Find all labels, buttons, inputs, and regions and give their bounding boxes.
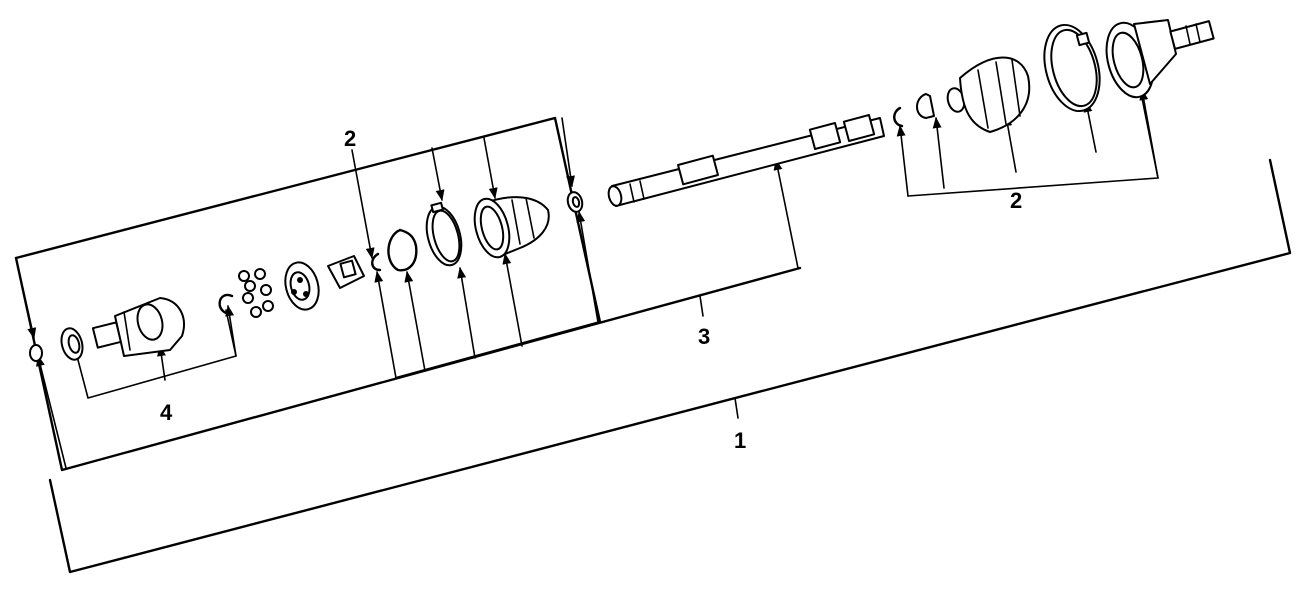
- bracket-1: [48, 158, 1292, 574]
- callout-3: 3: [698, 324, 710, 349]
- snap-ring-left: [218, 293, 234, 316]
- washer-small-left: [29, 344, 43, 362]
- ball-bearings: [238, 268, 274, 318]
- clamp-small-left: [387, 228, 418, 272]
- clamp-band-right: [1043, 23, 1101, 113]
- axle-shaft: [607, 113, 885, 207]
- callout-2-left: 2: [344, 126, 356, 151]
- circlip-left: [371, 252, 382, 272]
- inner-cv-joint: [91, 297, 185, 357]
- outer-cv-joint: [1105, 19, 1215, 99]
- boot-right: [946, 56, 1031, 133]
- bracket-2-left: [14, 116, 602, 380]
- circlip-right: [893, 106, 904, 128]
- leader-lines-left: [15, 117, 799, 469]
- callout-2-right: 2: [1010, 188, 1022, 213]
- washer-mid: [566, 191, 584, 213]
- inner-race: [327, 255, 365, 289]
- snap-ring-right: [916, 93, 935, 119]
- ball-cage: [284, 261, 320, 311]
- seal-ring-left: [60, 327, 84, 361]
- callout-1: 1: [734, 428, 746, 453]
- boot-left: [473, 196, 550, 259]
- bracket-2-right: [896, 88, 1159, 197]
- callout-labels: 1 2 2 3 4: [160, 126, 1022, 453]
- bracket-3: [14, 256, 802, 472]
- clamp-band-left: [425, 201, 463, 267]
- callout-4: 4: [160, 400, 173, 425]
